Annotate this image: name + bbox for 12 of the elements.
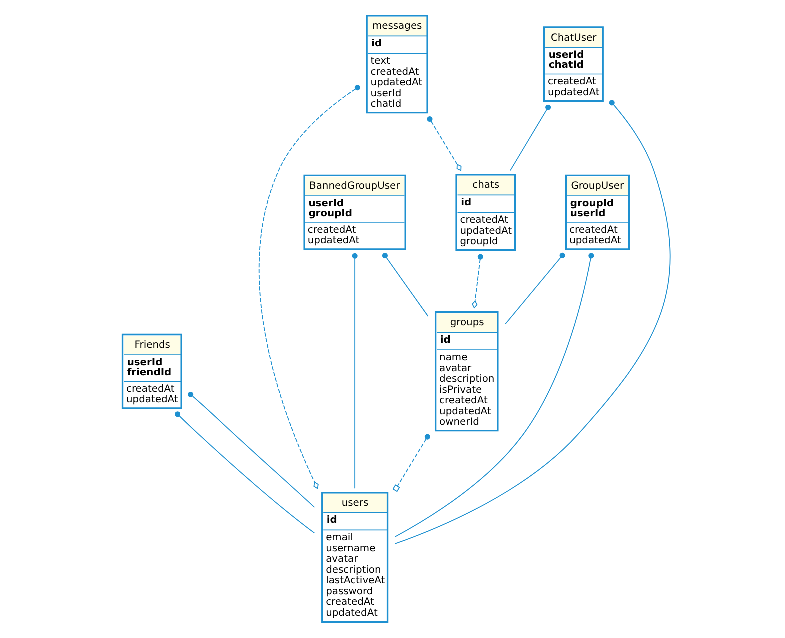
connector bbox=[258, 85, 360, 490]
connector bbox=[472, 254, 483, 309]
connector bbox=[394, 253, 594, 538]
connector bbox=[504, 252, 565, 325]
connector bbox=[510, 104, 551, 172]
connector bbox=[382, 253, 428, 317]
connector bbox=[426, 116, 462, 172]
connector bbox=[188, 392, 315, 508]
connector bbox=[392, 434, 430, 492]
connector bbox=[352, 253, 358, 490]
connector bbox=[394, 100, 670, 544]
connector bbox=[174, 412, 315, 534]
